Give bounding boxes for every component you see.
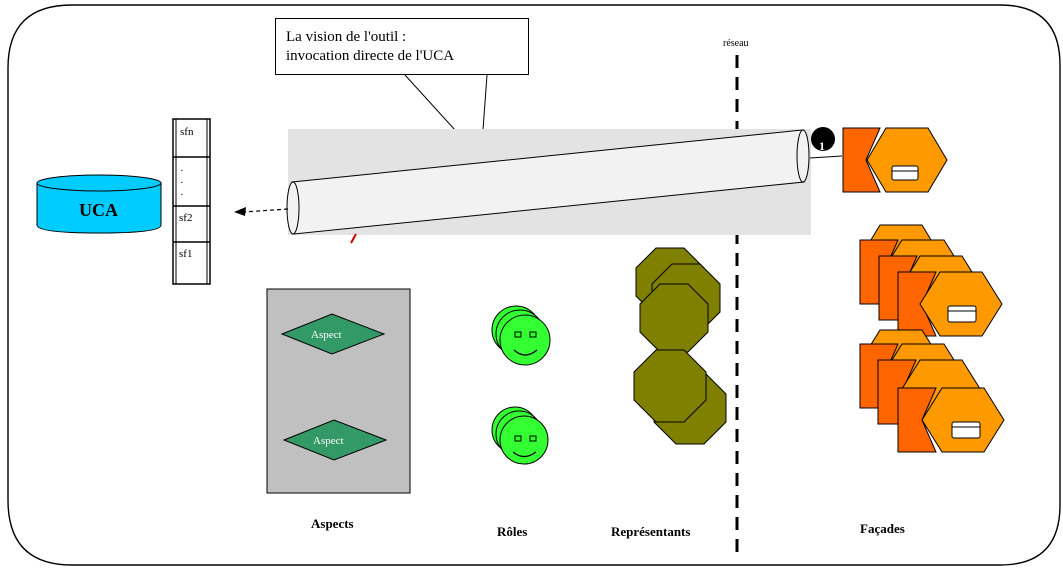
aspect-diamond [280,313,386,355]
role-group [491,406,549,465]
stack-cell-sf1: sf1 [179,248,192,260]
facade-hexagon [919,271,1003,337]
step-badge-label: 1 [819,139,825,153]
invocation-pipe [286,129,843,235]
facade-window-icon [891,165,919,181]
stack-dot: · [180,189,184,201]
column-label-facades: Façades [860,521,905,536]
column-label-roles: Rôles [497,524,527,539]
representant-group [635,247,721,353]
facade-chevron [842,127,881,193]
callout-line-2: invocation directe de l'UCA [286,48,455,64]
facade-group [859,224,1003,337]
stack-dot: · [180,165,184,177]
octagon-icon [633,349,707,423]
facade-hexagon [921,387,1005,453]
outer-frame [7,4,1061,566]
smiley-icon [499,314,551,366]
network-label: réseau [723,38,749,49]
aspects-panel: Aspect Aspect [266,288,411,494]
callout-line-1: La vision de l'outil : [286,29,407,45]
octagon-icon [639,283,709,353]
pipe-left-end [286,181,300,235]
step-badge [811,127,835,151]
facade-hexagon [866,127,948,193]
sf-stack: sfn · · · sf2 sf1 [172,118,211,285]
column-label-aspects: Aspects [311,516,354,531]
role-group [491,305,551,366]
facade-window-icon [947,305,977,323]
callout-pointer-right [482,74,488,131]
stack-cell-sfn: sfn [180,126,194,138]
stack-cell-sf2: sf2 [179,212,192,224]
facade-chevron [897,271,937,337]
callout-pointer-left [404,74,456,131]
pipe-right-end [796,129,810,183]
uca-database: UCA [36,174,162,234]
aspect-label: Aspect [311,329,342,341]
facade-chevron [897,387,937,453]
facade-group [859,329,1005,453]
red-tick [350,233,357,244]
aspect-label: Aspect [313,435,344,447]
aspect-diamond [282,419,388,461]
arrowhead [234,207,246,216]
facade-window-icon [951,421,981,439]
invocation-arrow [243,208,289,213]
callout-box: La vision de l'outil : invocation direct… [275,18,529,75]
facade-top: 1 [811,127,948,193]
column-label-representants: Représentants [611,524,690,539]
stack-dot: · [180,177,184,189]
uca-label: UCA [79,200,118,220]
smiley-icon [499,415,549,465]
representant-group [633,349,727,445]
